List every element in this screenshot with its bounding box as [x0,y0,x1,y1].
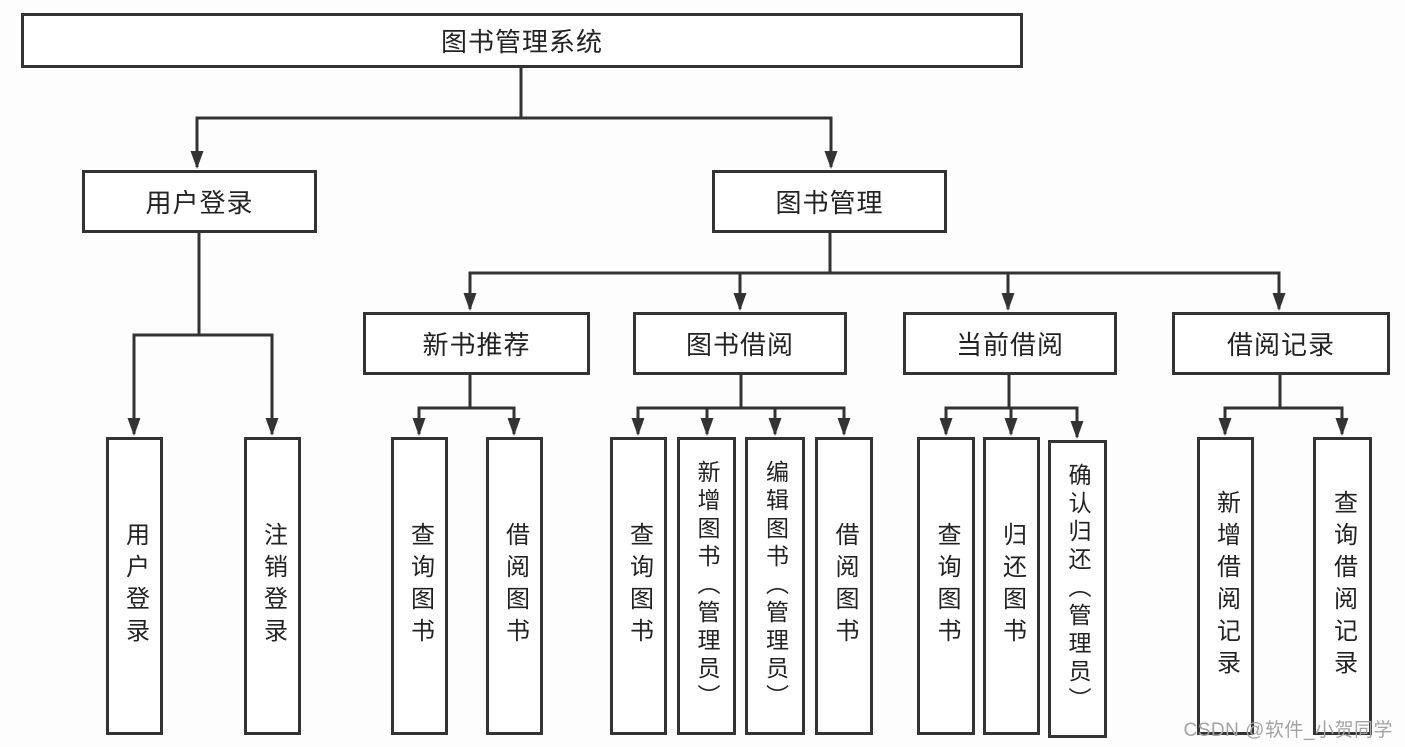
node-borrow-record: 借阅记录 [1172,312,1390,375]
node-book-borrow: 图书借阅 [633,312,847,375]
node-new-book-recommend: 新书推荐 [363,312,590,375]
node-label: 确认归还（管理员） [1065,463,1091,715]
node-leaf-query-books-borrow: 查询图书 [610,437,667,735]
node-label: 查询借阅记录 [1329,490,1357,682]
node-label: 借阅图书 [831,522,858,650]
node-label: 当前借阅 [955,330,1064,360]
node-label: 用户登录 [145,188,254,218]
node-book-management: 图书管理 [712,170,947,233]
node-label: 查询图书 [406,522,434,650]
node-label: 新增借阅记录 [1212,490,1240,682]
node-leaf-query-borrow-record: 查询借阅记录 [1313,437,1372,735]
node-label: 注销登录 [259,522,287,650]
node-label: 图书借阅 [685,330,794,360]
node-label: 用户登录 [121,522,149,650]
node-leaf-borrow-books: 借阅图书 [815,437,873,735]
csdn-watermark: CSDN @软件_小贺同学 [1183,720,1393,741]
node-leaf-confirm-return-admin: 确认归还（管理员） [1048,440,1107,738]
node-label: 归还图书 [998,522,1026,650]
node-label: 图书管理 [775,188,884,218]
node-leaf-add-books-admin: 新增图书（管理员） [677,437,736,735]
node-label: 查询图书 [625,522,653,650]
node-current-borrow: 当前借阅 [903,312,1117,375]
node-leaf-edit-books-admin: 编辑图书（管理员） [745,437,805,735]
node-label: 借阅图书 [501,522,529,650]
node-leaf-logout: 注销登录 [244,437,301,735]
node-label: 查询图书 [933,522,960,650]
node-label: 借阅记录 [1226,330,1335,360]
node-label: 图书管理系统 [440,27,603,57]
node-label: 编辑图书（管理员） [762,460,789,712]
node-label: 新增图书（管理员） [694,460,720,712]
node-label: 新书推荐 [422,330,531,360]
node-leaf-query-books-recommend: 查询图书 [391,437,448,735]
node-leaf-user-login: 用户登录 [106,437,163,735]
node-leaf-borrow-books-recommend: 借阅图书 [486,437,543,735]
node-user-login: 用户登录 [82,170,317,233]
node-leaf-add-borrow-record: 新增借阅记录 [1197,437,1254,735]
node-leaf-query-books-current: 查询图书 [917,437,975,735]
node-library-management-system: 图书管理系统 [21,13,1023,68]
node-leaf-return-books: 归还图书 [983,437,1040,735]
